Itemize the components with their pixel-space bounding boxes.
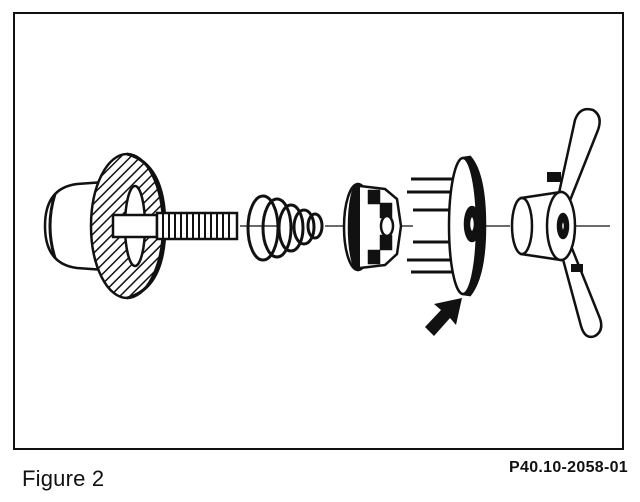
centering-cone: [342, 182, 403, 272]
figure-reference-code: P40.10-2058-01: [509, 459, 628, 476]
indicator-arrow: [425, 298, 462, 336]
pin-plate: [407, 155, 487, 297]
exploded-assembly-diagram: [43, 107, 610, 339]
hub-with-threaded-stud: [43, 152, 239, 300]
coil-spring: [246, 194, 324, 262]
figure-frame: [13, 12, 624, 450]
wing-nut: [510, 107, 603, 339]
figure-caption: Figure 2: [22, 466, 105, 491]
